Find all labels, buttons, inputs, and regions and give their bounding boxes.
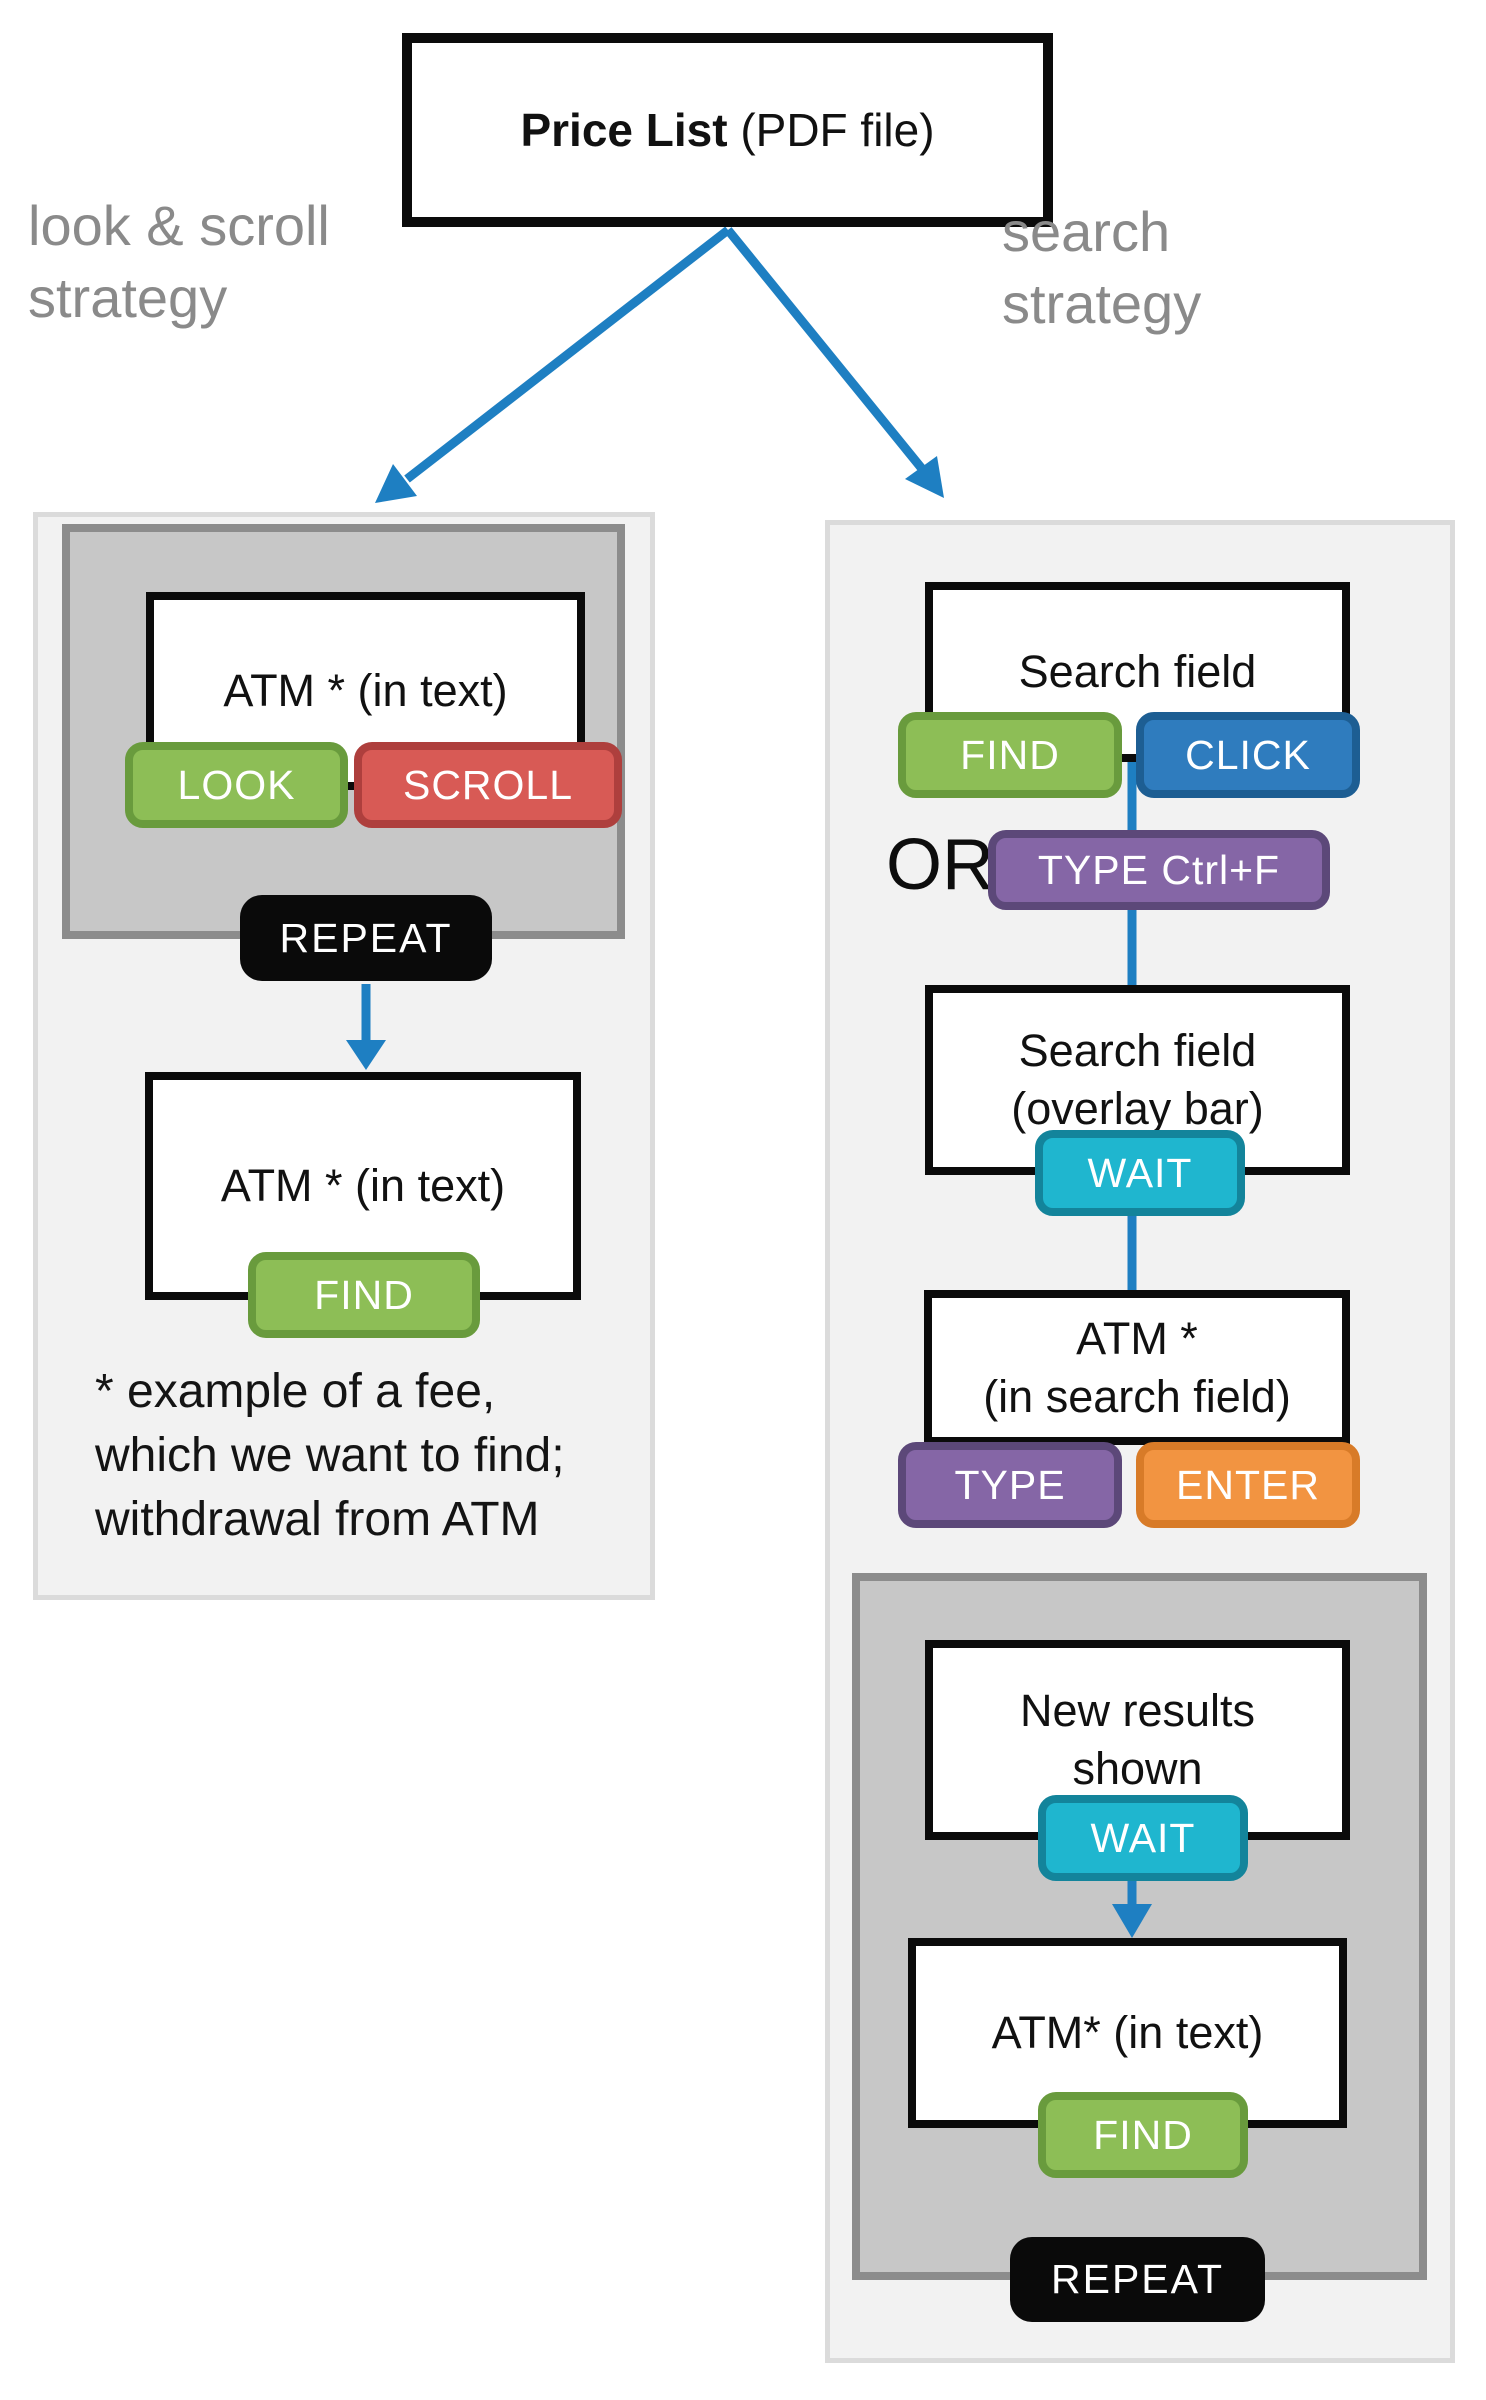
wait-button-1-label: WAIT — [1087, 1149, 1193, 1196]
price-list-label-rest: (PDF file) — [727, 104, 935, 156]
atm-in-text-right-label: ATM* (in text) — [991, 2007, 1264, 2058]
search-field-overlay-label-line2: (overlay bar) — [1011, 1083, 1264, 1134]
repeat-badge-right-label: REPEAT — [1051, 2256, 1224, 2302]
find-button-left[interactable]: FIND — [248, 1252, 480, 1338]
look-scroll-strategy-label: look & scroll strategy — [28, 190, 330, 334]
repeat-badge-left[interactable]: REPEAT — [240, 895, 492, 981]
search-strategy-label-line2: strategy — [1002, 272, 1202, 335]
wait-button-1[interactable]: WAIT — [1035, 1130, 1245, 1216]
fee-footnote-line3: withdrawal from ATM — [95, 1493, 540, 1546]
right-arrowhead-icon — [905, 456, 944, 498]
atm-in-text-label-bottom: ATM * (in text) — [220, 1160, 506, 1211]
price-list-node: Price List (PDF file) — [402, 33, 1053, 227]
search-strategy-label: search strategy — [1002, 196, 1201, 340]
fee-footnote-line1: * example of a fee, — [95, 1365, 496, 1418]
find-button-left-label: FIND — [314, 1271, 414, 1318]
atm-in-search-field-label-line1: ATM * — [1076, 1312, 1198, 1364]
type-ctrl-f-button[interactable]: TYPE Ctrl+F — [988, 830, 1330, 910]
search-strategy-label-line1: search — [1002, 200, 1171, 263]
find-button-right-2-label: FIND — [1093, 2111, 1193, 2158]
look-button[interactable]: LOOK — [125, 742, 348, 828]
click-button[interactable]: CLICK — [1136, 712, 1360, 798]
down-arrowhead-left-icon — [346, 1040, 386, 1070]
atm-in-search-field-node: ATM * (in search field) — [924, 1290, 1350, 1445]
atm-in-text-label-top: ATM * (in text) — [223, 665, 508, 716]
find-button-right[interactable]: FIND — [898, 712, 1122, 798]
down-arrowhead-right-icon — [1112, 1904, 1152, 1938]
enter-button[interactable]: ENTER — [1136, 1442, 1360, 1528]
type-button[interactable]: TYPE — [898, 1442, 1122, 1528]
atm-in-search-field-label-line2: (in search field) — [983, 1370, 1291, 1422]
repeat-badge-right[interactable]: REPEAT — [1010, 2237, 1265, 2322]
fee-footnote-line2: which we want to find; — [95, 1429, 565, 1482]
left-arrowhead-icon — [375, 464, 417, 503]
price-list-label: Price List (PDF file) — [520, 101, 934, 159]
arrow-to-look-scroll — [404, 226, 731, 483]
new-results-label-line2: shown — [1072, 1743, 1203, 1794]
scroll-button[interactable]: SCROLL — [354, 742, 622, 828]
arrow-to-search — [724, 227, 927, 473]
click-button-label: CLICK — [1185, 731, 1311, 778]
fee-footnote: * example of a fee, which we want to fin… — [95, 1360, 565, 1552]
find-button-right-label: FIND — [960, 731, 1060, 778]
search-field-label: Search field — [1018, 646, 1257, 697]
scroll-button-label: SCROLL — [402, 761, 574, 808]
or-label: OR — [886, 825, 994, 905]
look-button-label: LOOK — [177, 761, 296, 808]
search-field-overlay-label-line1: Search field — [1018, 1025, 1257, 1076]
wait-button-2-label: WAIT — [1090, 1814, 1196, 1861]
type-button-label: TYPE — [954, 1461, 1066, 1508]
wait-button-2[interactable]: WAIT — [1038, 1795, 1248, 1881]
atm-in-text-node-right: ATM* (in text) — [908, 1938, 1347, 2128]
look-scroll-strategy-label-line2: strategy — [28, 266, 228, 329]
repeat-badge-left-label: REPEAT — [279, 914, 453, 961]
type-ctrl-f-button-label: TYPE Ctrl+F — [1037, 846, 1281, 893]
look-scroll-strategy-label-line1: look & scroll — [28, 194, 330, 257]
find-button-right-2[interactable]: FIND — [1038, 2092, 1248, 2178]
price-list-label-bold: Price List — [520, 104, 728, 156]
new-results-label-line1: New results — [1019, 1685, 1256, 1736]
new-results-node: New results shown — [925, 1640, 1350, 1840]
enter-button-label: ENTER — [1176, 1461, 1320, 1508]
